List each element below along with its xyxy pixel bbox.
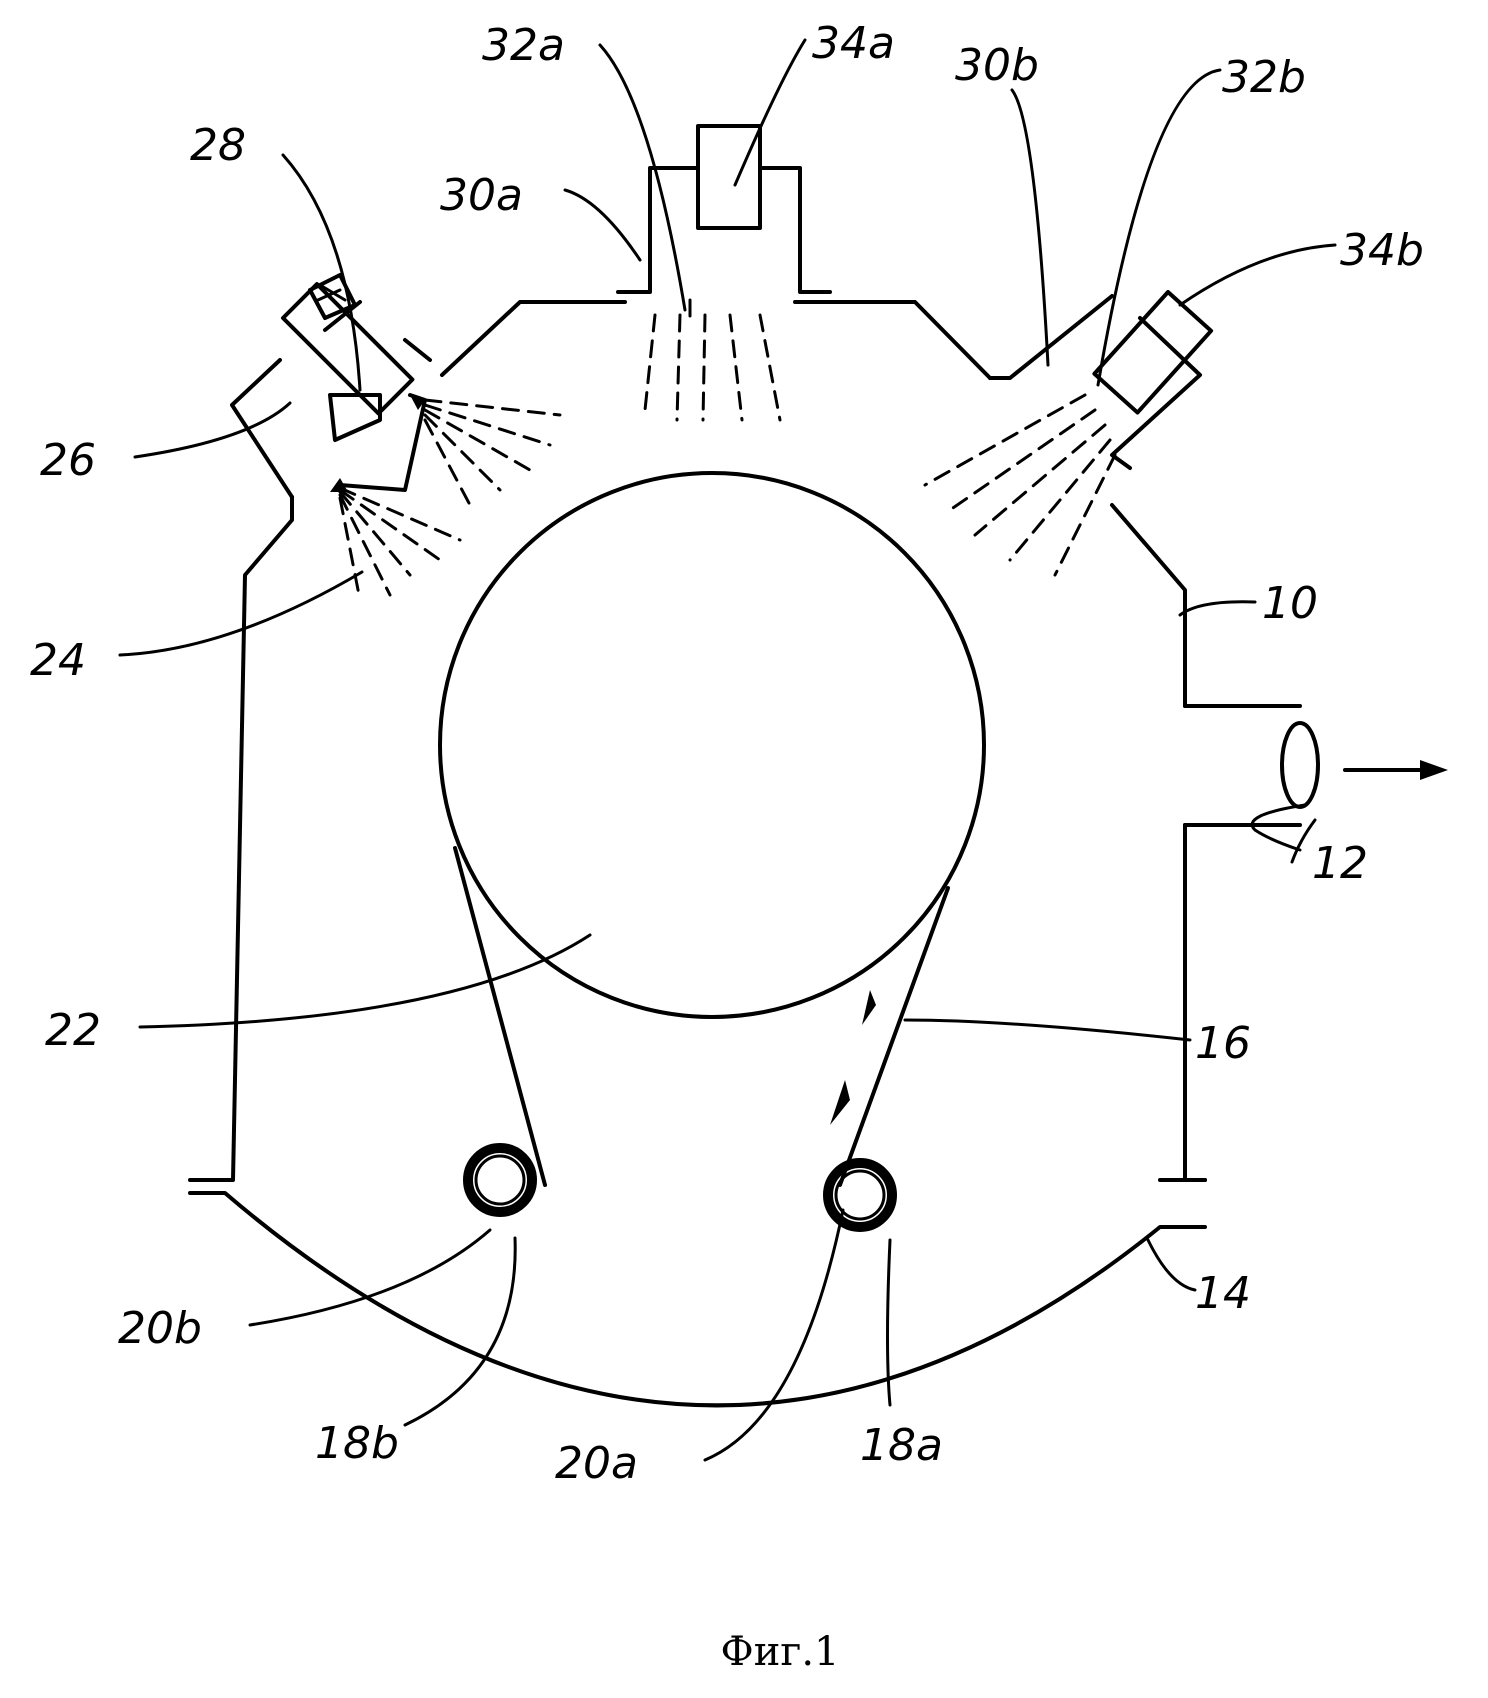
top-sputter-plume [645, 300, 780, 420]
label-32a: 32a [482, 20, 565, 71]
right-cathode-housing [990, 292, 1211, 468]
outlet-pipe [1185, 706, 1448, 825]
roller-right [828, 1163, 892, 1227]
label-14: 14 [1195, 1268, 1251, 1319]
label-20a: 20a [555, 1438, 638, 1489]
label-34b: 34b [1340, 225, 1424, 276]
label-16: 16 [1195, 1018, 1251, 1069]
roller-left [468, 1148, 532, 1212]
label-34a: 34a [812, 18, 895, 69]
label-30b: 30b [955, 40, 1039, 91]
left-arc-source-housing [232, 275, 430, 497]
label-20b: 20b [118, 1303, 202, 1354]
top-magnetron-target [698, 126, 760, 228]
label-32b: 32b [1222, 52, 1306, 103]
label-18a: 18a [860, 1420, 943, 1471]
label-30a: 30a [440, 170, 523, 221]
arc-source-head [330, 395, 380, 440]
leader-lines [120, 40, 1335, 1460]
label-22: 22 [45, 1005, 101, 1056]
label-10: 10 [1262, 578, 1318, 629]
reference-labels: 10 12 14 16 18a 18b 20a 20b 22 24 26 28 … [30, 18, 1424, 1489]
label-28: 28 [190, 120, 246, 171]
label-24: 24 [30, 635, 86, 686]
label-26: 26 [40, 435, 96, 486]
right-sputter-plume [925, 395, 1115, 575]
label-12: 12 [1312, 838, 1368, 889]
label-18b: 18b [315, 1418, 399, 1469]
drum [440, 473, 984, 1017]
figure-caption: Фиг.1 [721, 1629, 840, 1675]
